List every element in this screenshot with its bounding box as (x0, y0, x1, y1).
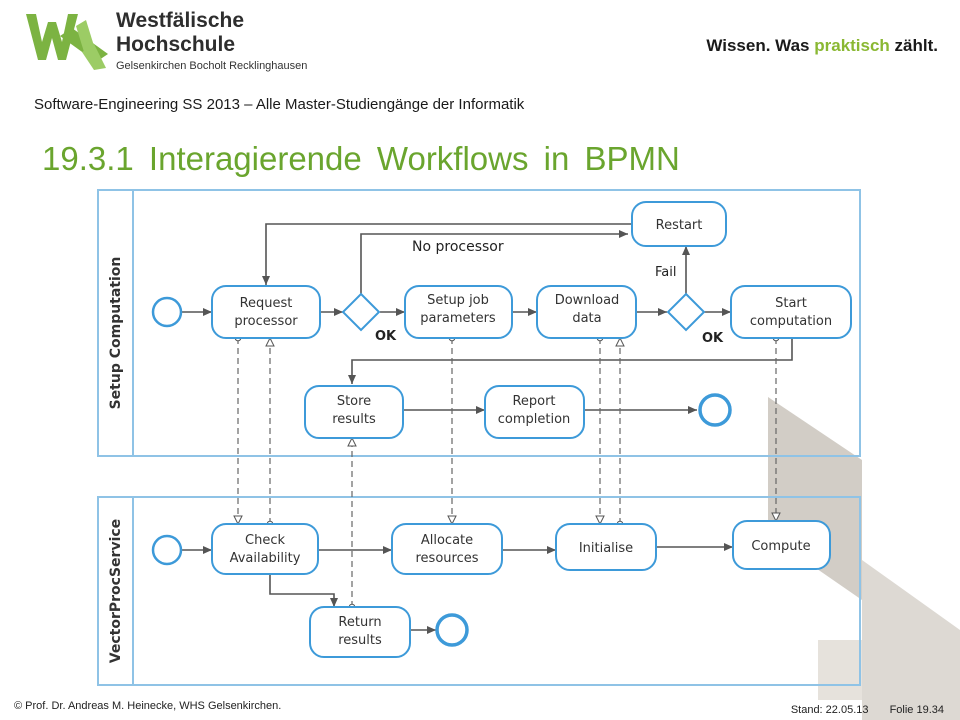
task-label: Request (240, 296, 293, 311)
gateway-processor-available (341, 292, 381, 332)
flow-label-no-processor: No processor (412, 239, 504, 255)
university-logo (24, 8, 110, 77)
task-compute: Compute (732, 520, 831, 570)
pool-vector-proc-service: VectorProcService (97, 496, 861, 686)
task-start-computation: Start computation (730, 285, 852, 339)
slide-title: 19.3.1 Interagierende Workflows in BPMN (42, 140, 680, 177)
flow-label-ok: OK (375, 329, 397, 344)
tagline-part1: Wissen. Was (706, 36, 815, 55)
task-label: processor (234, 314, 298, 329)
task-initialise: Initialise (555, 523, 657, 571)
task-request-processor: Request processor (211, 285, 321, 339)
end-event-vector (435, 613, 469, 647)
task-label: Store (337, 394, 371, 409)
logo-name-line2: Hochschule (116, 33, 236, 56)
logo-name-line1: Westfälische (116, 9, 244, 32)
task-report-completion: Report completion (484, 385, 585, 439)
task-label: parameters (420, 311, 496, 326)
task-label: Return (338, 615, 381, 630)
task-label: Restart (656, 218, 703, 233)
task-label: resources (415, 551, 478, 566)
logo-subtitle: Gelsenkirchen Bocholt Recklinghausen (116, 60, 308, 72)
gateway-download-ok (666, 292, 706, 332)
footer-date: Stand: 22.05.13 (790, 704, 869, 716)
task-label: Initialise (579, 541, 633, 556)
task-label: Compute (751, 539, 810, 554)
start-event-setup (151, 296, 183, 328)
course-title: Software-Engineering SS 2013 – Alle Mast… (34, 96, 525, 113)
task-setup-job-parameters: Setup job parameters (404, 285, 513, 339)
tagline-part2: zählt. (889, 36, 938, 55)
task-download-data: Download data (536, 285, 637, 339)
pool-label-setup: Setup Computation (108, 257, 124, 410)
task-label: Report (512, 394, 555, 409)
task-label: computation (750, 314, 832, 329)
flow-label-fail: Fail (655, 265, 676, 280)
task-label: results (338, 633, 382, 648)
start-event-vector (151, 534, 183, 566)
task-return-results: Return results (309, 606, 411, 658)
task-allocate-resources: Allocate resources (391, 523, 503, 575)
message-flows (238, 338, 776, 607)
task-label: data (572, 311, 601, 326)
tagline: Wissen. Was praktisch zählt. (706, 36, 938, 56)
task-label: Allocate (421, 533, 473, 548)
footer-author: © Prof. Dr. Andreas M. Heinecke, WHS Gel… (14, 700, 282, 712)
task-label: Availability (230, 551, 301, 566)
task-label: Check (245, 533, 285, 548)
task-label: Start (775, 296, 807, 311)
task-store-results: Store results (304, 385, 404, 439)
pool-label-vector: VectorProcService (108, 519, 124, 663)
task-label: results (332, 412, 376, 427)
end-event-setup (698, 393, 732, 427)
footer-meta: Stand: 22.05.13 Folie 19.34 (773, 704, 944, 716)
tagline-accent: praktisch (814, 36, 890, 55)
deco-gray-corner (862, 560, 960, 720)
task-label: Download (555, 293, 620, 308)
footer-slide-number: Folie 19.34 (889, 704, 944, 716)
flow-label-ok: OK (702, 331, 724, 346)
pool-setup-computation: Setup Computation (97, 189, 861, 457)
wh-logo-mark (26, 14, 108, 70)
task-check-availability: Check Availability (211, 523, 319, 575)
task-label: completion (498, 412, 571, 427)
task-label: Setup job (427, 293, 489, 308)
task-restart: Restart (631, 201, 727, 247)
